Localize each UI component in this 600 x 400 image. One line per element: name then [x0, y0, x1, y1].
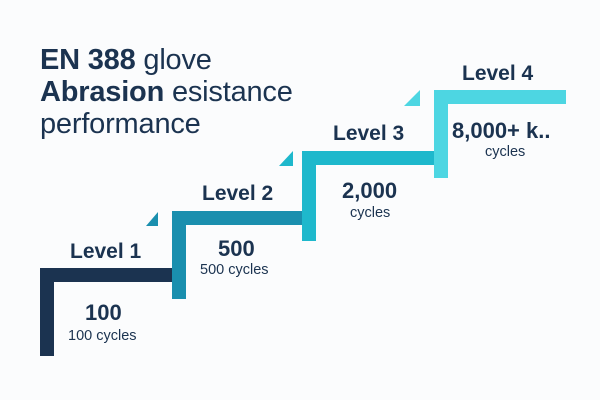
title-line-1-rest: glove — [135, 44, 212, 76]
level-3-label: Level 3 — [333, 122, 405, 145]
diagram-title: EN 388 glove Abrasion esistance performa… — [40, 44, 293, 140]
level-4-value: 8,000+ k.. — [452, 118, 551, 143]
step-3-accent — [279, 151, 293, 166]
title-line-3: performance — [40, 108, 201, 140]
title-abrasion: Abrasion — [40, 76, 165, 108]
step-2-riser — [172, 211, 186, 299]
title-line-2-rest: esistance — [164, 76, 293, 108]
level-3-caption: cycles — [350, 205, 391, 221]
step-3-riser — [302, 151, 316, 241]
level-1-label: Level 1 — [70, 240, 142, 263]
level-4-caption: cycles — [485, 144, 526, 160]
step-4-accent — [404, 90, 420, 106]
step-1-riser — [40, 268, 54, 356]
step-2-accent — [146, 212, 158, 226]
title-line-2: Abrasion esistance — [40, 76, 293, 108]
level-4-label: Level 4 — [462, 62, 534, 85]
level-2-value: 500 — [218, 236, 255, 261]
level-1-value: 100 — [85, 300, 122, 325]
level-2-label: Level 2 — [202, 182, 274, 205]
step-4-top — [434, 90, 566, 104]
level-1-caption: 100 cycles — [68, 328, 137, 344]
title-standard: EN 388 — [40, 44, 136, 76]
level-3-value: 2,000 — [342, 178, 398, 203]
step-1-top — [40, 268, 174, 282]
step-2-top — [172, 211, 304, 225]
step-3-top — [302, 151, 436, 165]
title-line-1: EN 388 glove — [40, 44, 293, 76]
level-2-caption: 500 cycles — [200, 262, 269, 278]
step-4-riser — [434, 90, 448, 178]
